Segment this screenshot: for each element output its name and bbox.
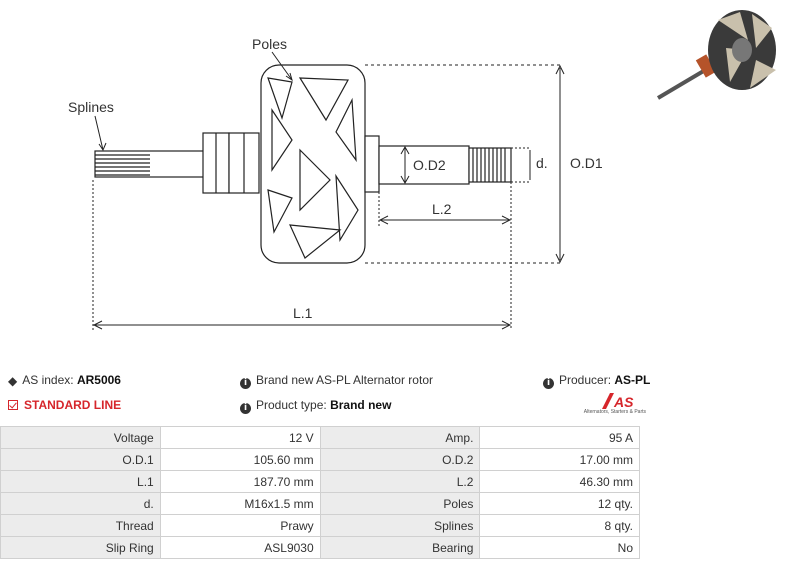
- tag-icon: ◆: [8, 374, 18, 388]
- as-index-label: AS index:: [22, 373, 74, 387]
- product-type: i Product type: Brand new: [240, 398, 391, 414]
- info-icon: i: [240, 403, 251, 414]
- product-type-label: Product type:: [256, 398, 327, 412]
- spec-key: Bearing: [319, 536, 481, 559]
- label-splines: Splines: [68, 99, 114, 115]
- spec-value: ASL9030: [159, 536, 321, 559]
- producer: i Producer: AS-PL: [543, 373, 650, 389]
- spec-value: Prawy: [159, 514, 321, 537]
- label-l2: L.2: [432, 201, 452, 217]
- rotor-body: [260, 64, 366, 264]
- spec-key: O.D.2: [319, 448, 481, 471]
- spec-value: 187.70 mm: [159, 470, 321, 493]
- info-icon: i: [240, 378, 251, 389]
- as-pl-logo: AS: [602, 393, 634, 410]
- producer-label: Producer:: [559, 373, 612, 387]
- description: i Brand new AS-PL Alternator rotor: [240, 373, 433, 389]
- dimension-lines: [92, 51, 565, 330]
- label-d: d.: [536, 155, 548, 171]
- spec-key: Slip Ring: [0, 536, 161, 559]
- shaft-left: [94, 132, 260, 194]
- spec-key: Splines: [319, 514, 481, 537]
- spec-value: No: [479, 536, 640, 559]
- info-icon: i: [543, 378, 554, 389]
- spec-value: 12 V: [159, 426, 321, 449]
- spec-key: d.: [0, 492, 161, 515]
- spec-key: Thread: [0, 514, 161, 537]
- check-square-icon: [8, 400, 18, 410]
- as-index: ◆ AS index: AR5006: [8, 373, 121, 388]
- spec-key: O.D.1: [0, 448, 161, 471]
- spec-value: 95 A: [479, 426, 640, 449]
- label-od2: O.D2: [413, 157, 446, 173]
- product-type-value: Brand new: [330, 398, 392, 412]
- rotor-technical-drawing: Poles Splines O.D2 d. O.D1 L.2 L.1: [68, 10, 776, 330]
- as-index-value: AR5006: [76, 373, 121, 387]
- logo-subtext: Alternators, Starters & Parts: [583, 409, 646, 415]
- label-od1: O.D1: [570, 155, 603, 171]
- label-l1: L.1: [293, 305, 313, 321]
- spec-key: Amp.: [319, 426, 481, 449]
- product-photo: [656, 10, 776, 100]
- spec-value: 12 qty.: [479, 492, 640, 515]
- spec-value: 105.60 mm: [159, 448, 321, 471]
- description-text: Brand new AS-PL Alternator rotor: [256, 373, 433, 387]
- spec-key: L.2: [319, 470, 481, 493]
- producer-value: AS-PL: [614, 373, 651, 387]
- spec-key: L.1: [0, 470, 161, 493]
- standard-line: STANDARD LINE: [8, 398, 121, 412]
- shaft-right: [364, 135, 512, 193]
- svg-text:AS: AS: [613, 394, 634, 410]
- spec-key: Poles: [319, 492, 481, 515]
- spec-value: M16x1.5 mm: [159, 492, 321, 515]
- label-poles: Poles: [252, 36, 287, 52]
- standard-line-label: STANDARD LINE: [24, 398, 122, 412]
- spec-value: 8 qty.: [479, 514, 640, 537]
- spec-value: 46.30 mm: [479, 470, 640, 493]
- spec-value: 17.00 mm: [479, 448, 640, 471]
- spec-key: Voltage: [0, 426, 161, 449]
